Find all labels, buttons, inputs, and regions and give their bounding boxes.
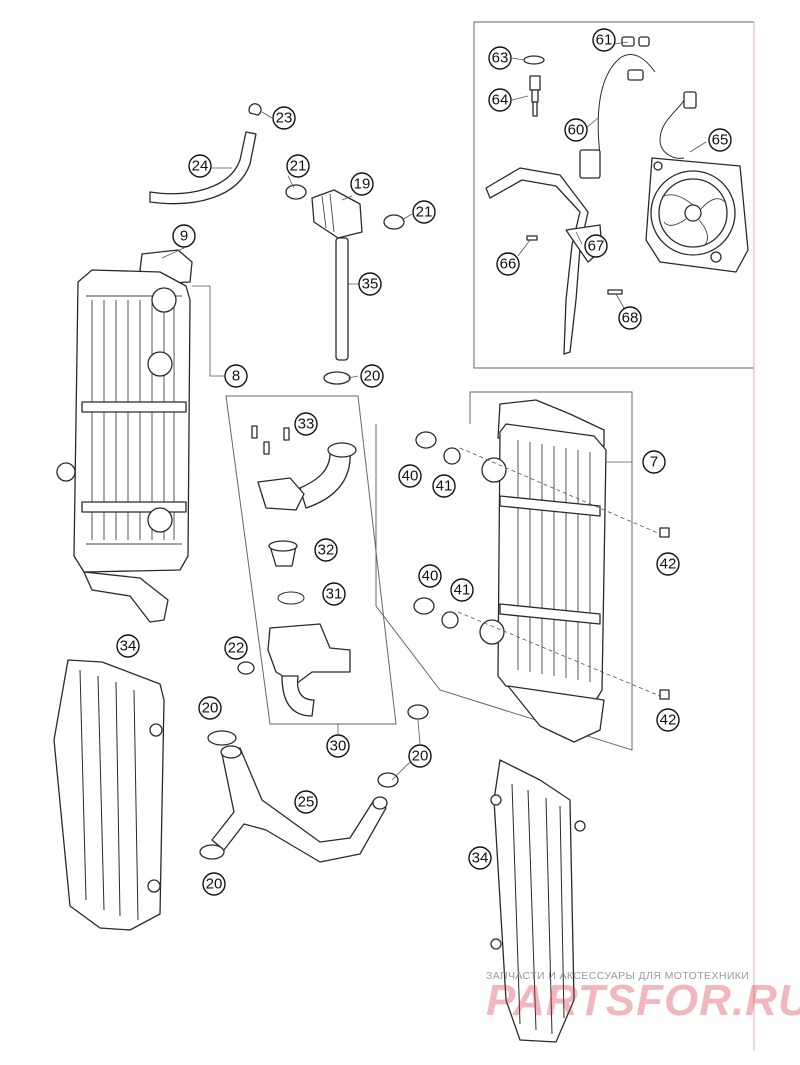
callout-33-label: 33 (298, 416, 315, 433)
callout-61: 61 (592, 28, 616, 52)
callout-9-label: 9 (180, 228, 188, 245)
callout-21-upper-left-label: 21 (290, 158, 307, 175)
callout-61-label: 61 (596, 32, 613, 49)
callout-33: 33 (294, 412, 318, 436)
callout-7-label: 7 (650, 454, 658, 471)
callout-9: 9 (172, 224, 196, 248)
callout-30: 30 (326, 734, 350, 758)
callout-41-lower-label: 41 (454, 582, 471, 599)
callout-42-upper: 42 (656, 552, 680, 576)
callout-20-upper: 20 (360, 364, 384, 388)
thermostat-group-frame (225, 395, 397, 725)
callout-20-right: 20 (408, 744, 432, 768)
callout-40-upper-label: 40 (402, 468, 419, 485)
watermark: ЗАПЧАСТИ И АКСЕССУАРЫ ДЛЯ МОТОТЕХНИКИ PA… (486, 970, 800, 1026)
callout-25-label: 25 (298, 794, 315, 811)
callout-42-lower: 42 (656, 708, 680, 732)
callout-20-upper-label: 20 (364, 368, 381, 385)
callout-23-label: 23 (276, 110, 293, 127)
callout-65: 65 (708, 128, 732, 152)
callout-31-label: 31 (326, 586, 343, 603)
callout-64-label: 64 (492, 92, 509, 109)
callout-21-upper-left: 21 (286, 154, 310, 178)
callout-63: 63 (488, 46, 512, 70)
callout-32-label: 32 (318, 542, 335, 559)
watermark-caption: ЗАПЧАСТИ И АКСЕССУАРЫ ДЛЯ МОТОТЕХНИКИ (486, 970, 750, 982)
leader-20-right-lower (391, 761, 411, 781)
callout-30-label: 30 (330, 738, 347, 755)
callout-8: 8 (224, 364, 248, 388)
callout-35: 35 (358, 272, 382, 296)
fan-kit (485, 36, 749, 355)
callout-20-left: 20 (198, 696, 222, 720)
left-radiator (56, 249, 193, 623)
callout-7: 7 (642, 450, 666, 474)
callout-21-upper-right-label: 21 (416, 204, 433, 221)
callout-34-left-label: 34 (120, 638, 137, 655)
callout-41-upper: 41 (432, 474, 456, 498)
callout-31: 31 (322, 582, 346, 606)
callout-40-upper: 40 (398, 464, 422, 488)
callout-22-label: 22 (228, 640, 245, 657)
callout-34-right: 34 (468, 846, 492, 870)
right-radiator (413, 399, 670, 743)
callout-41-upper-label: 41 (436, 478, 453, 495)
callout-60-label: 60 (568, 122, 585, 139)
callout-20-bottom-label: 20 (206, 876, 223, 893)
callout-23: 23 (272, 106, 296, 130)
callout-34-left: 34 (116, 634, 140, 658)
callout-41-lower: 41 (450, 578, 474, 602)
lower-hose-group (199, 661, 429, 863)
leader-20-right (417, 719, 421, 745)
callout-8-label: 8 (232, 368, 240, 385)
callout-25: 25 (294, 790, 318, 814)
callout-42-upper-label: 42 (660, 556, 677, 573)
callout-19: 19 (350, 172, 374, 196)
radiator-guard-left (53, 659, 165, 931)
callout-67-label: 67 (588, 238, 605, 255)
callout-32: 32 (314, 538, 338, 562)
callout-65-label: 65 (712, 132, 729, 149)
callout-20-left-label: 20 (202, 700, 219, 717)
callout-24-label: 24 (192, 158, 209, 175)
radiator-guard-right (490, 759, 586, 1043)
callout-67: 67 (584, 234, 608, 258)
callout-34-right-label: 34 (472, 850, 489, 867)
upper-hose-group (149, 103, 405, 385)
watermark-logo: PARTSFOR.RU (486, 976, 800, 1025)
callout-64: 64 (488, 88, 512, 112)
thermostat-housing-group (251, 425, 357, 717)
callout-21-upper-right: 21 (412, 200, 436, 224)
callout-60: 60 (564, 118, 588, 142)
callout-66-label: 66 (500, 256, 517, 273)
callout-68-label: 68 (622, 310, 639, 327)
callout-66: 66 (496, 252, 520, 276)
callout-22: 22 (224, 636, 248, 660)
callout-35-label: 35 (362, 276, 379, 293)
callout-20-bottom: 20 (202, 872, 226, 896)
callout-40-lower: 40 (418, 564, 442, 588)
fan-kit-frame (473, 21, 754, 369)
callout-63-label: 63 (492, 50, 509, 67)
callout-40-lower-label: 40 (422, 568, 439, 585)
right-radiator-frame (375, 391, 633, 751)
callout-20-right-label: 20 (412, 748, 429, 765)
leader-lines (161, 41, 707, 463)
callout-68: 68 (618, 306, 642, 330)
callout-24: 24 (188, 154, 212, 178)
callout-42-lower-label: 42 (660, 712, 677, 729)
callout-19-label: 19 (354, 176, 371, 193)
